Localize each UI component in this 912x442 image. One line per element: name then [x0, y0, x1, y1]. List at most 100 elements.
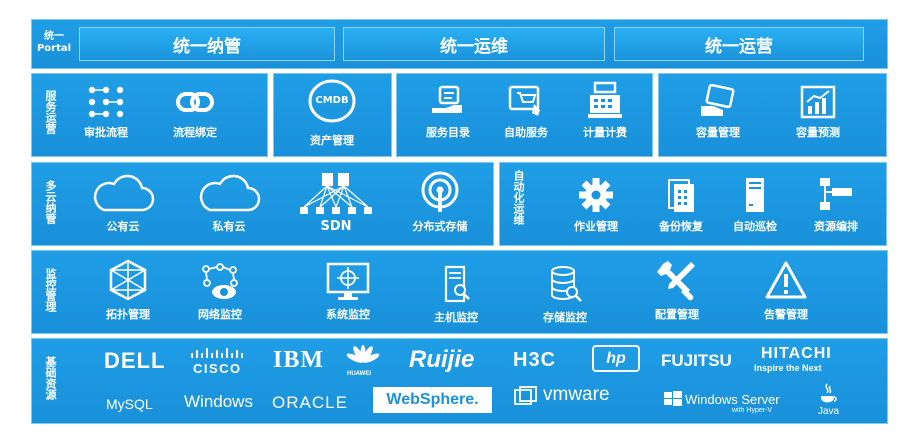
monitor-target-icon [326, 262, 370, 300]
portal-label-line1: 统一 [44, 31, 64, 42]
service-ops-label: 服务运营 [44, 90, 57, 134]
distributed-storage-item[interactable]: 分布式存储 [402, 170, 478, 234]
vendor-hyperv: with Hyper-V [732, 407, 773, 414]
cmdb-text: CMDB [315, 95, 349, 106]
topology-management-item[interactable]: 拓扑管理 [98, 258, 158, 322]
cmdb-database-icon [308, 79, 356, 123]
asset-management-label: 资产管理 [310, 134, 354, 147]
public-cloud-item[interactable]: 公有云 [90, 170, 156, 234]
vendor-cisco: CISCO [193, 361, 242, 376]
resource-orchestration-item[interactable]: 资源编排 [806, 176, 866, 234]
cart-monitor-icon [508, 85, 540, 116]
auto-inspection-label: 自动巡检 [733, 220, 777, 233]
service-ops-panel-1 [31, 73, 268, 157]
windows-flag-icon [664, 391, 682, 406]
server-search-icon [444, 265, 470, 303]
network-mesh-icon [109, 259, 147, 301]
capacity-management-item[interactable]: 容量管理 [688, 84, 748, 140]
vendor-hitachi-tagline: Inspire the Next [754, 363, 822, 373]
public-cloud-label: 公有云 [106, 220, 140, 233]
approval-flow-item[interactable]: 审批流程 [80, 84, 132, 140]
vendor-windows-server: Windows Server [685, 392, 780, 407]
document-copy-icon [668, 179, 694, 212]
cisco-bars-icon [191, 348, 243, 358]
metering-billing-item[interactable]: 计量计费 [575, 81, 635, 140]
infrastructure-label: 基础资源 [44, 356, 57, 400]
dots-grid-icon [88, 86, 124, 118]
java-cup-icon [821, 383, 837, 403]
network-tree-icon [300, 173, 372, 214]
capacity-forecast-item[interactable]: 容量预测 [788, 84, 848, 140]
auto-inspection-item[interactable]: 自动巡检 [725, 176, 785, 234]
service-ops-panel-4 [658, 73, 887, 157]
network-monitoring-label: 网络监控 [198, 308, 242, 321]
self-service-item[interactable]: 自助服务 [496, 84, 556, 140]
link-chain-icon [176, 92, 214, 112]
host-monitoring-item[interactable]: 主机监控 [426, 264, 486, 325]
hp-logo-badge: hp [592, 345, 640, 372]
topology-management-label: 拓扑管理 [106, 308, 150, 321]
vmware-box-icon [514, 386, 537, 405]
service-ops-panel-2 [273, 73, 392, 157]
cloud-icon [199, 174, 261, 212]
system-monitoring-label: 系统监控 [326, 308, 370, 321]
vendor-hitachi: HITACHI [761, 345, 832, 362]
automation-label: 自动化运维 [512, 170, 525, 225]
wrench-screwdriver-icon [657, 261, 695, 301]
job-management-label: 作业管理 [574, 220, 618, 233]
vendor-java: Java [818, 406, 840, 417]
private-cloud-item[interactable]: 私有云 [196, 170, 262, 234]
vendor-h3c: H3C [513, 349, 557, 371]
vendor-fujitsu: FUJITSU [661, 351, 732, 370]
vendor-huawei: HUAWEI [347, 371, 371, 377]
gear-icon [579, 178, 613, 212]
config-management-item[interactable]: 配置管理 [647, 258, 707, 322]
storage-monitoring-item[interactable]: 存储监控 [535, 264, 595, 325]
huawei-petals-icon [346, 345, 380, 363]
vendor-oracle: ORACLE [272, 393, 348, 412]
portal-label: 统一 Portal [34, 31, 74, 55]
network-monitoring-item[interactable]: 网络监控 [190, 261, 250, 322]
portal-unified-ops-button[interactable]: 统一运维 [343, 27, 605, 61]
job-management-item[interactable]: 作业管理 [566, 176, 626, 234]
host-monitoring-label: 主机监控 [434, 311, 478, 324]
portal-label-line2: Portal [36, 43, 72, 54]
metering-billing-label: 计量计费 [583, 126, 627, 139]
alarm-management-label: 告警管理 [764, 308, 808, 321]
capacity-forecast-label: 容量预测 [796, 126, 840, 139]
flow-binding-label: 流程绑定 [173, 126, 217, 139]
hand-tablet-icon [701, 84, 735, 116]
approval-flow-label: 审批流程 [84, 126, 128, 139]
vendor-mysql: MySQL [106, 396, 153, 412]
portal-unified-management-button[interactable]: 统一纳管 [79, 27, 335, 61]
flow-binding-item[interactable]: 流程绑定 [165, 84, 225, 140]
config-management-label: 配置管理 [655, 308, 699, 321]
private-cloud-label: 私有云 [212, 220, 246, 233]
service-catalog-label: 服务目录 [426, 126, 470, 139]
resource-orchestration-label: 资源编排 [814, 220, 858, 233]
database-search-icon [551, 266, 582, 302]
server-panel-icon [746, 178, 764, 212]
sdn-item[interactable]: SDN [298, 171, 374, 234]
system-monitoring-item[interactable]: 系统监控 [316, 261, 380, 322]
asset-management-item[interactable]: CMDB 资产管理 [300, 79, 364, 148]
vendor-websphere: WebSphere. [386, 391, 479, 408]
alarm-management-item[interactable]: 告警管理 [756, 260, 816, 322]
bar-chart-trend-icon [800, 85, 836, 119]
monitoring-label: 监控管理 [44, 268, 57, 312]
service-catalog-item[interactable]: 服务目录 [418, 84, 478, 140]
vendor-hp: hp [606, 349, 626, 367]
vendor-ruijie: Ruijie [409, 346, 475, 373]
self-service-label: 自助服务 [504, 126, 548, 139]
cash-register-icon [588, 81, 622, 118]
vendor-dell: DELL [104, 348, 166, 373]
wireless-signal-icon [421, 171, 459, 212]
backup-restore-item[interactable]: 备份恢复 [651, 176, 711, 234]
portal-unified-operation-button[interactable]: 统一运营 [614, 27, 864, 61]
backup-restore-label: 备份恢复 [659, 220, 703, 233]
warning-triangle-icon [765, 261, 807, 299]
vendor-ibm: IBM [273, 347, 324, 373]
distributed-storage-label: 分布式存储 [412, 220, 468, 233]
vendor-vmware: vmware [543, 384, 610, 405]
storage-monitoring-label: 存储监控 [543, 311, 587, 324]
